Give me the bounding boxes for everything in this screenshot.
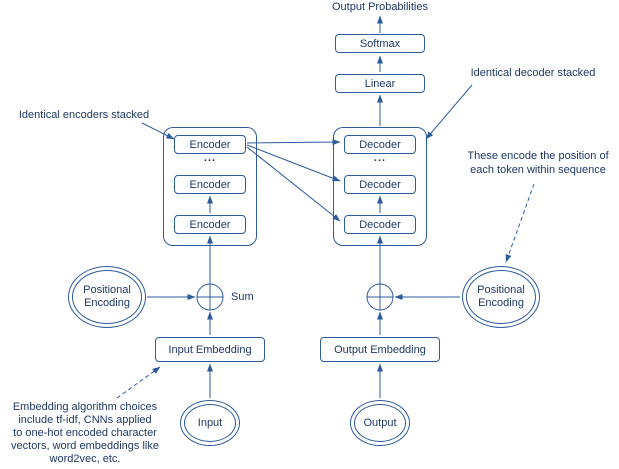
- linear-node: Linear: [335, 74, 425, 93]
- encoder-stack-container: [163, 127, 257, 246]
- arrow-encoder-to-decoder-1: [246, 139, 341, 146]
- encoder-node-3: Encoder: [174, 215, 246, 234]
- output-probabilities-label: Output Probabilities: [332, 1, 428, 13]
- decoder-stack-dots: ...: [373, 152, 387, 164]
- output-label: Output: [354, 404, 406, 442]
- sum-junction-right: [366, 283, 394, 311]
- arrow-encoder-to-decoder-2: [246, 144, 341, 182]
- arrow-encoder-to-decoder-3: [246, 146, 341, 222]
- plus-icon: [197, 284, 223, 310]
- arrow-note-position: [505, 183, 535, 263]
- positional-encoding-right-label: Positional Encoding: [466, 270, 536, 324]
- arrow-note-decoder: [425, 84, 473, 140]
- decoder-node-1: Decoder: [344, 135, 416, 154]
- softmax-node: Softmax: [335, 34, 425, 53]
- decoder-stack-container: [333, 127, 427, 246]
- input-label: Input: [184, 404, 236, 442]
- arrow-note-embedding: [116, 366, 161, 399]
- decoder-node-2: Decoder: [344, 175, 416, 194]
- output-node: Output: [350, 400, 410, 446]
- decoder-node-3: Decoder: [344, 215, 416, 234]
- input-node: Input: [180, 400, 240, 446]
- positional-encoding-left-label: Positional Encoding: [72, 270, 142, 324]
- solid-connectors: [141, 15, 473, 398]
- positional-encoding-right-node: Positional Encoding: [462, 266, 540, 328]
- sum-junction-left: [196, 283, 224, 311]
- plus-icon: [367, 284, 393, 310]
- note-identical-encoders: Identical encoders stacked: [18, 109, 150, 121]
- output-embedding-node: Output Embedding: [320, 337, 440, 362]
- note-embedding: Embedding algorithm choices include tf-i…: [11, 401, 159, 465]
- positional-encoding-left-node: Positional Encoding: [68, 266, 146, 328]
- encoder-node-1: Encoder: [174, 135, 246, 154]
- sum-label: Sum: [231, 291, 254, 303]
- note-identical-decoder: Identical decoder stacked: [470, 67, 596, 79]
- note-positional: These encode the position of each token …: [467, 150, 609, 176]
- input-embedding-node: Input Embedding: [155, 337, 265, 362]
- encoder-node-2: Encoder: [174, 175, 246, 194]
- encoder-stack-dots: ...: [203, 152, 217, 164]
- dashed-connectors: [116, 183, 535, 399]
